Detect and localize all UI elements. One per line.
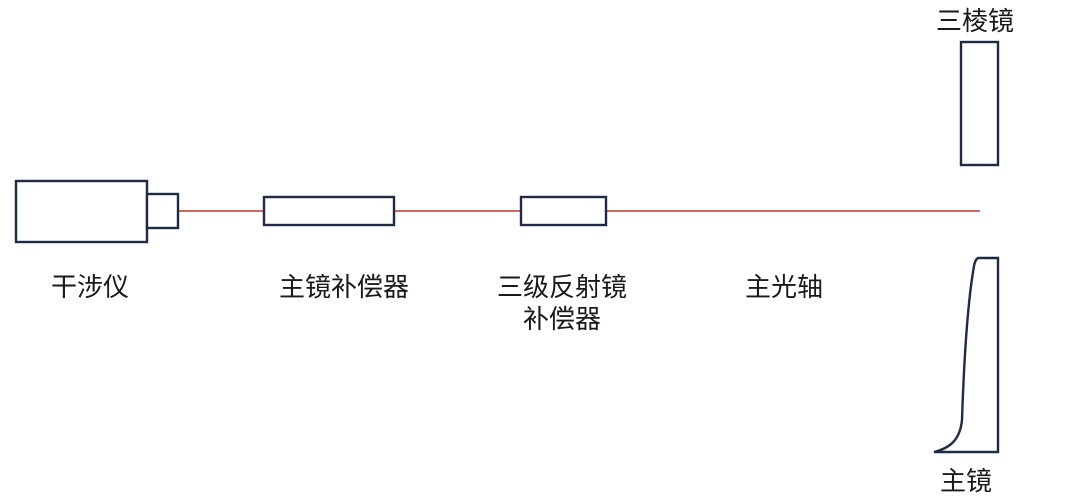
primary-compensator-label: 主镜补偿器 — [279, 273, 409, 303]
tertiary-compensator-label-line1: 三级反射镜 — [497, 273, 627, 303]
interferometer — [14, 179, 180, 244]
interferometer-body — [14, 179, 149, 244]
interferometer-label: 干涉仪 — [51, 273, 129, 303]
primary-mirror — [933, 256, 1000, 454]
interferometer-nozzle — [145, 192, 180, 230]
primary-mirror-label: 主镜 — [940, 467, 992, 497]
primary-mirror-compensator — [262, 195, 396, 227]
optical-axis-label: 主光轴 — [745, 273, 823, 303]
tertiary-compensator-label-line2: 补偿器 — [523, 305, 601, 335]
prism — [959, 40, 1000, 167]
prism-label: 三棱镜 — [936, 7, 1014, 37]
tertiary-mirror-compensator — [519, 195, 608, 227]
